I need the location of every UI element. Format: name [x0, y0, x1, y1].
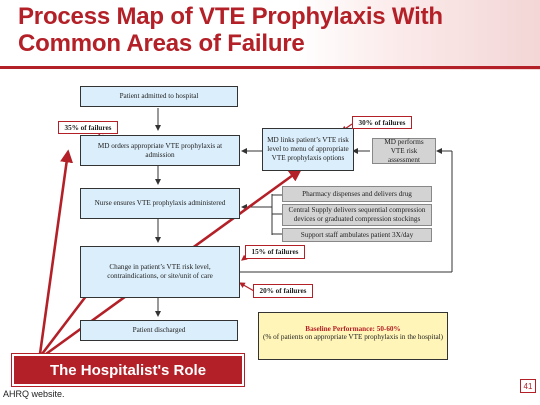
failure-badge-15: 15% of failures [245, 245, 305, 259]
header-divider [0, 66, 540, 69]
failure-badge-35: 35% of failures [58, 121, 118, 134]
header-background [0, 0, 540, 70]
failure-badge-30: 30% of failures [352, 116, 412, 129]
box-md-links: MD links patient’s VTE risk level to men… [262, 128, 354, 171]
slide-title: Process Map of VTE Prophylaxis With Comm… [18, 3, 443, 57]
box-md-orders: MD orders appropriate VTE prophylaxis at… [80, 135, 240, 166]
box-support-staff: Support staff ambulates patient 3X/day [282, 228, 432, 242]
box-pharmacy: Pharmacy dispenses and delivers drug [282, 186, 432, 202]
role-line-orders [38, 149, 74, 355]
source-footer: AHRQ website. [3, 389, 65, 399]
baseline-performance-box: Baseline Performance: 50-60% (% of patie… [258, 312, 448, 360]
box-change-risk: Change in patient’s VTE risk level, cont… [80, 246, 240, 298]
page-number: 41 [520, 379, 536, 393]
failure-badge-20: 20% of failures [253, 284, 313, 298]
baseline-performance-value: Baseline Performance: 50-60% [305, 325, 401, 333]
baseline-performance-note: (% of patients on appropriate VTE prophy… [262, 333, 444, 341]
box-md-performs: MD performs VTE risk assessment [372, 138, 436, 164]
hospitalist-role-banner: The Hospitalist's Role [12, 354, 244, 386]
box-patient-admitted: Patient admitted to hospital [80, 86, 238, 107]
box-central-supply: Central Supply delivers sequential compr… [282, 204, 432, 226]
box-patient-discharged: Patient discharged [80, 320, 238, 341]
box-nurse: Nurse ensures VTE prophylaxis administer… [80, 188, 240, 219]
